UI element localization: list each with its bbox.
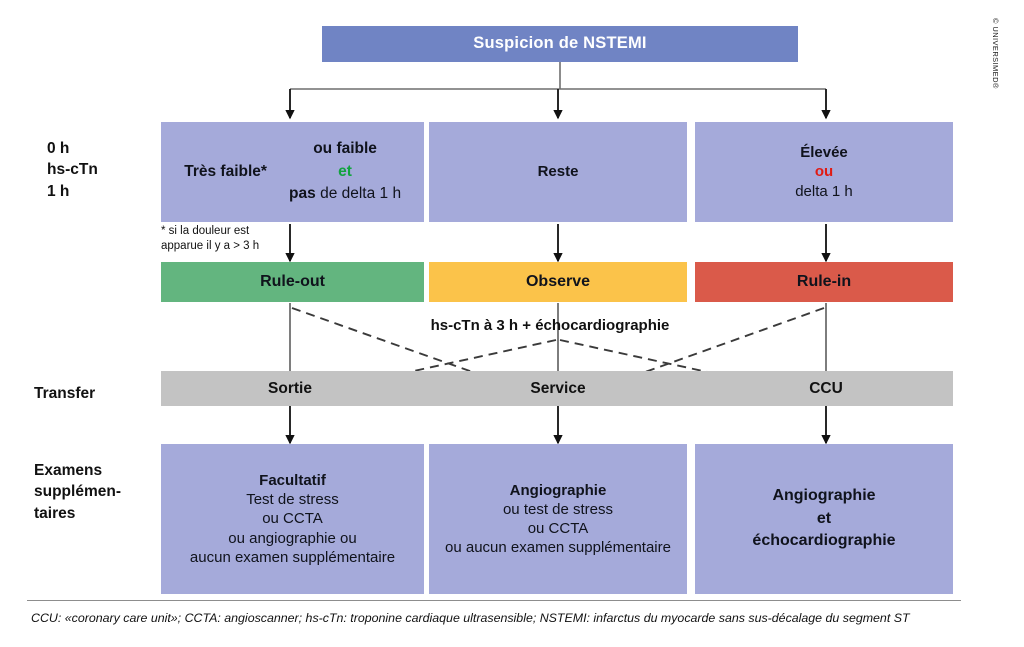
risk-high-line1: Élevée: [800, 144, 848, 162]
exam-middle-line3: ou CCTA: [527, 520, 589, 537]
risk-low-line2: et: [338, 162, 352, 180]
transfer-option-ccu: CCU: [809, 380, 843, 397]
decision-rule-in-label: Rule-in: [796, 272, 852, 290]
exam-box-right: Angiographie et échocardiographie: [695, 444, 953, 594]
header-title: Suspicion de NSTEMI: [473, 34, 647, 53]
risk-low-right-stack: ou faible et pas de delta 1 h: [278, 138, 412, 205]
risk-high-line2: ou: [814, 163, 834, 181]
transfer-option-service: Service: [530, 380, 586, 397]
footer-divider: [27, 600, 961, 601]
copyright-universimed: © UNIVERSIMED®: [991, 18, 1000, 89]
decision-rule-out-label: Rule-out: [260, 272, 325, 290]
risk-middle-label: Reste: [537, 163, 579, 181]
row-label-timing: 0 h hs-cTn 1 h: [47, 140, 98, 200]
transfer-bar: [161, 371, 953, 406]
exam-box-middle: Angiographie ou test de stress ou CCTA o…: [429, 444, 687, 594]
risk-box-high: Élevée ou delta 1 h: [695, 122, 953, 222]
risk-low-left-label: Très faible*: [184, 163, 267, 181]
exam-left-line2: Test de stress: [246, 491, 339, 509]
risk-low-footnote: * si la douleur est apparue il y a > 3 h: [161, 225, 260, 252]
row-label-exams: Examens supplémen- taires: [34, 462, 121, 522]
risk-box-middle: Reste: [429, 122, 687, 222]
exam-middle-line4: ou aucun examen supplémentaire: [445, 539, 671, 557]
decision-observe-label: Observe: [525, 272, 591, 290]
exam-right-line3: échocardiographie: [752, 532, 896, 550]
risk-low-split: Très faible* ou faible et pas de delta 1…: [161, 122, 424, 222]
transfer-option-sortie: Sortie: [268, 380, 312, 397]
header-suspicion-box: Suspicion de NSTEMI: [322, 26, 798, 62]
exam-left-line4: ou angiographie ou: [228, 529, 357, 547]
legend-abbreviations: CCU: «coronary care unit»; CCTA: angiosc…: [31, 611, 910, 625]
exam-middle-line2: ou test de stress: [502, 500, 614, 518]
risk-low-line3: pas de delta 1 h: [278, 183, 412, 205]
decision-box-rule-in: Rule-in: [695, 262, 953, 302]
risk-box-low: Très faible* ou faible et pas de delta 1…: [161, 122, 424, 222]
risk-high-line3: delta 1 h: [795, 182, 853, 200]
exam-left-line5: aucun examen supplémentaire: [189, 548, 396, 566]
exam-right-line2: et: [816, 509, 832, 527]
exam-left-line3: ou CCTA: [262, 510, 323, 528]
row-label-transfer: Transfer: [34, 385, 96, 402]
exam-middle-line1: Angiographie: [509, 481, 607, 499]
exam-left-line1: Facultatif: [259, 472, 326, 490]
risk-low-line1: ou faible: [313, 140, 377, 158]
exam-box-left: Facultatif Test de stress ou CCTA ou ang…: [161, 444, 424, 594]
risk-low-line3-bold: pas: [289, 185, 316, 203]
decision-box-observe: Observe: [429, 262, 687, 302]
risk-low-line3-rest: de delta 1 h: [315, 185, 402, 203]
mid-caption-hscnt: hs-cTn à 3 h + échocardiographie: [430, 317, 670, 334]
decision-box-rule-out: Rule-out: [161, 262, 424, 302]
exam-right-line1: Angiographie: [772, 487, 876, 505]
